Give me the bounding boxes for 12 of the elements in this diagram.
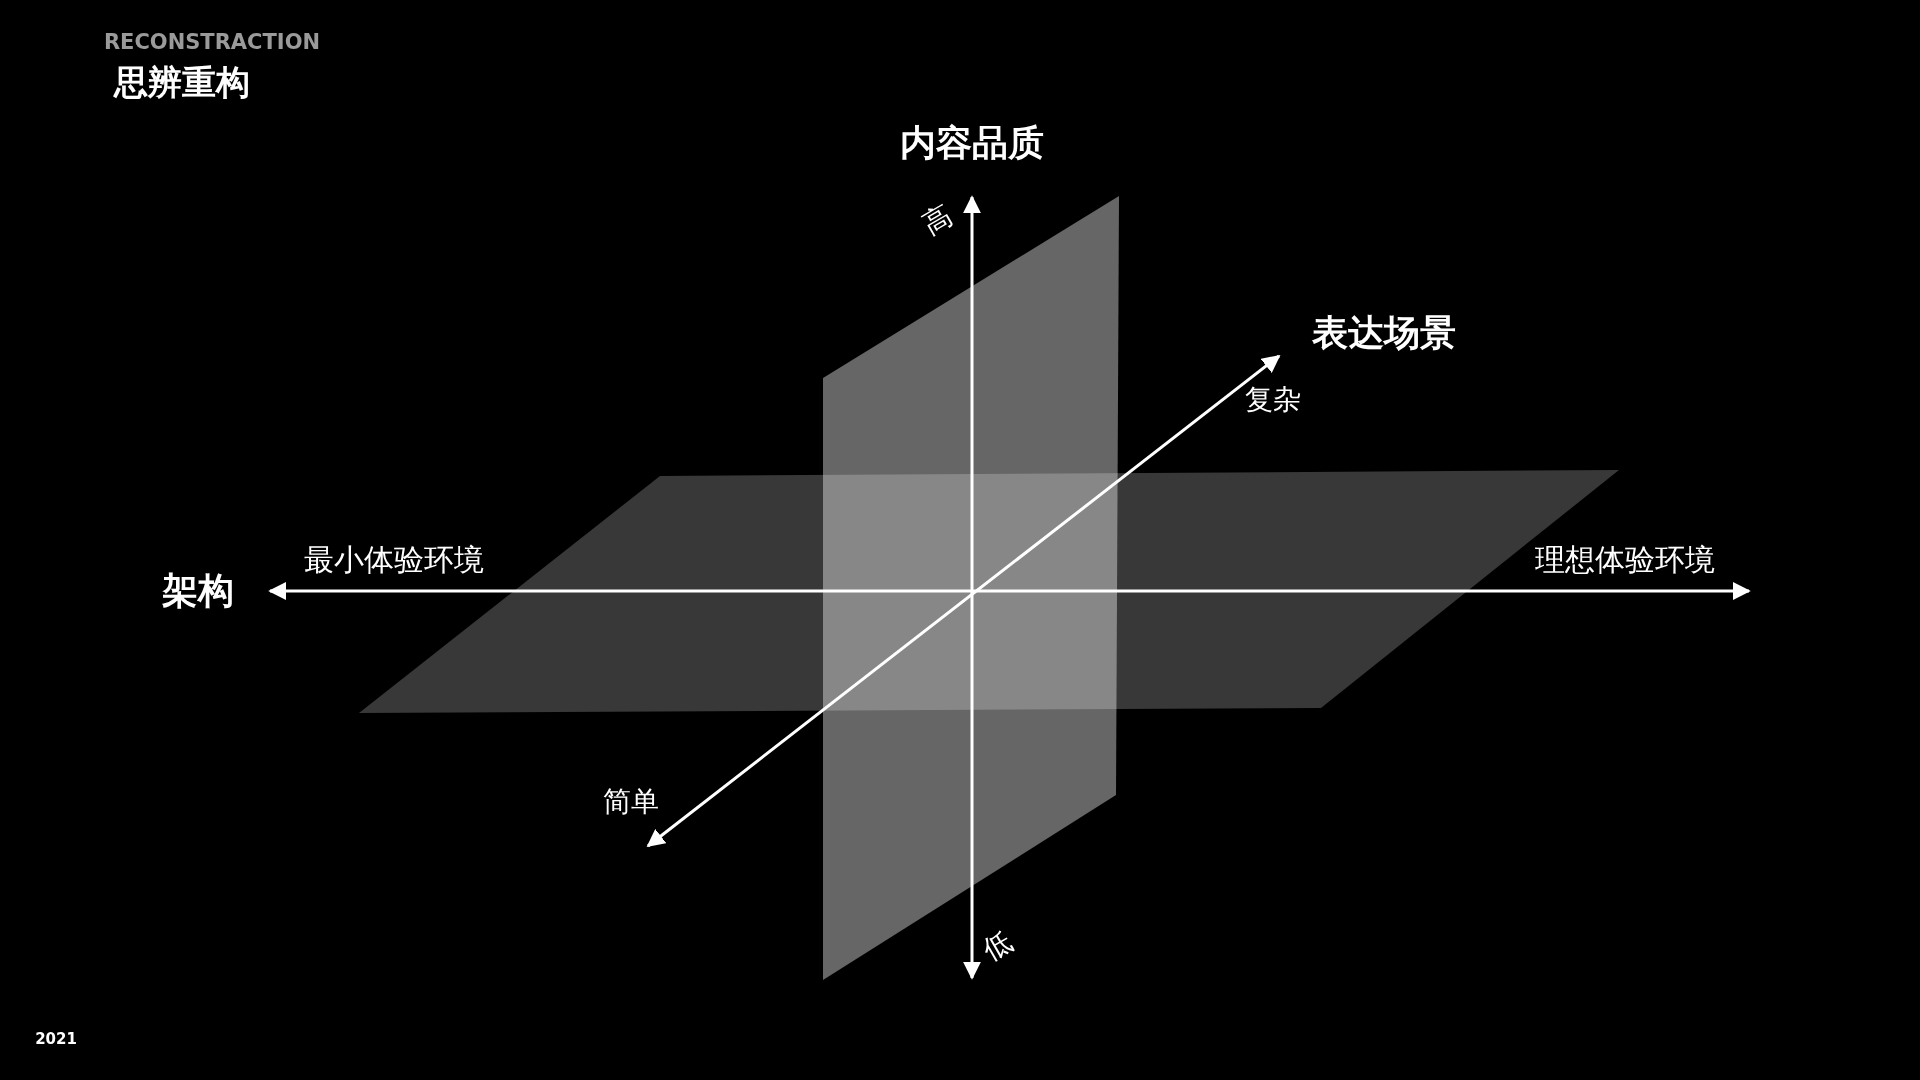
axis-end-label: 理想体验环境 xyxy=(1535,540,1715,579)
axis-title: 内容品质 xyxy=(900,120,1044,165)
axis-end-label: 低 xyxy=(976,923,1020,969)
axis-title: 表达场景 xyxy=(1312,310,1456,355)
page-title: 思辨重构 xyxy=(114,61,250,104)
axis-end-label: 高 xyxy=(916,197,960,243)
year-label: 2021 xyxy=(35,1030,77,1048)
axis-end-label: 简单 xyxy=(603,784,659,820)
axis-title: 架构 xyxy=(162,568,234,613)
axis-end-label: 复杂 xyxy=(1245,382,1301,418)
axis-end-label: 最小体验环境 xyxy=(304,540,484,579)
page-subtitle: RECONSTRACTION xyxy=(103,30,321,54)
